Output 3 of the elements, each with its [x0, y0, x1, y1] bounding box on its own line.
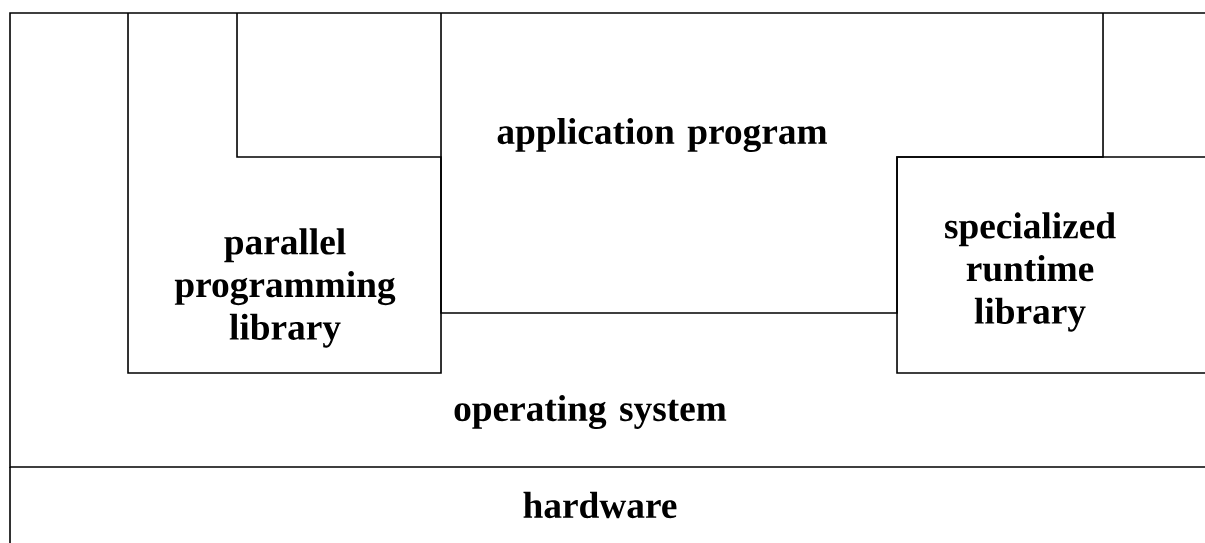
library-box: specialized runtime library [896, 156, 1205, 374]
library-box: parallel programming library [127, 12, 442, 374]
layer-box: hardware [9, 466, 677, 543]
